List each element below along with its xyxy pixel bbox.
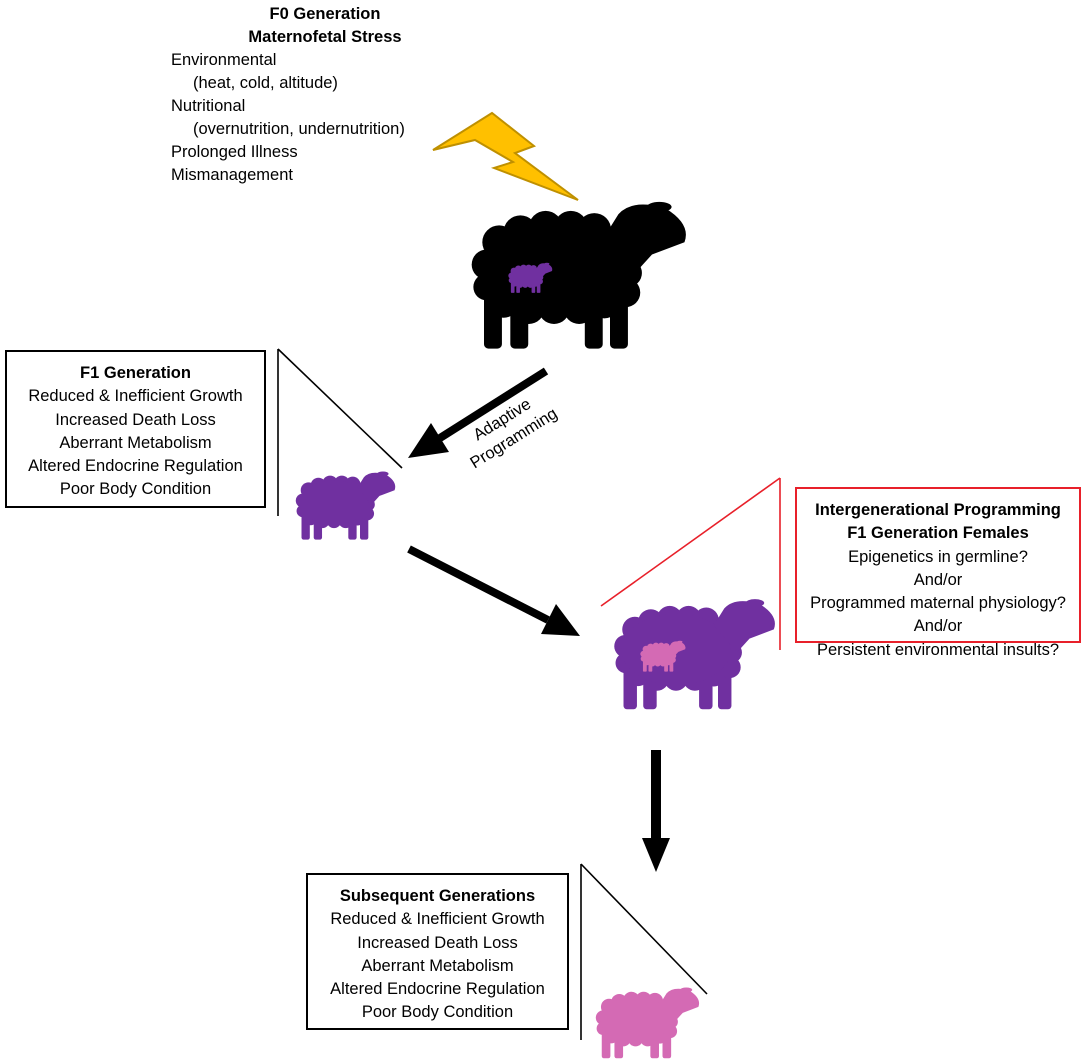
subsequent-box-item: Reduced & Inefficient Growth bbox=[330, 910, 545, 929]
f1-generation-box: F1 Generation Reduced & Inefficient Grow… bbox=[5, 350, 266, 508]
lightning-bolt-icon bbox=[432, 111, 579, 201]
f0-item-illness: Prolonged Illness bbox=[171, 143, 298, 161]
intergenerational-box-item: Persistent environmental insults? bbox=[816, 640, 1060, 659]
f0-item-nutritional: Nutritional bbox=[171, 97, 246, 115]
adaptive-programming-arrow bbox=[408, 367, 549, 458]
f1-box-item: Altered Endocrine Regulation bbox=[28, 457, 243, 476]
f1-purple-sheep-icon bbox=[295, 471, 396, 540]
intergenerational-box-item: And/or bbox=[913, 617, 963, 636]
f1-box-item: Aberrant Metabolism bbox=[59, 433, 212, 452]
f0-item-mismanagement: Mismanagement bbox=[171, 166, 293, 184]
f1-box-item: Reduced & Inefficient Growth bbox=[28, 387, 243, 406]
f1-box-item: Poor Body Condition bbox=[59, 480, 212, 499]
intergenerational-programming-box: Intergenerational Programming F1 Generat… bbox=[795, 487, 1081, 659]
f0-subtitle: Maternofetal Stress bbox=[248, 28, 402, 46]
f1-callout-line bbox=[277, 348, 403, 469]
subsequent-generations-arrow bbox=[642, 750, 670, 872]
subsequent-box-title: Subsequent Generations bbox=[339, 887, 536, 905]
intergenerational-box-title: Intergenerational Programming bbox=[815, 501, 1061, 519]
subsequent-callout-line bbox=[580, 863, 708, 995]
subsequent-box-item: Poor Body Condition bbox=[361, 1003, 514, 1022]
intergenerational-callout-line bbox=[600, 477, 781, 607]
subsequent-box-item: Increased Death Loss bbox=[357, 933, 518, 952]
f1-box-item: Increased Death Loss bbox=[55, 410, 216, 429]
f1-female-purple-sheep-icon bbox=[614, 599, 775, 710]
intergenerational-box-item: And/or bbox=[913, 570, 963, 589]
f0-item-nutritional-detail: (overnutrition, undernutrition) bbox=[193, 120, 405, 138]
subsequent-pink-sheep-icon bbox=[595, 987, 700, 1059]
f0-title: F0 Generation bbox=[269, 5, 381, 23]
subsequent-generations-box: Subsequent Generations Reduced & Ineffic… bbox=[306, 873, 569, 1030]
f0-item-environmental: Environmental bbox=[171, 51, 277, 69]
f1-box-title: F1 Generation bbox=[80, 364, 191, 382]
intergenerational-box-item: Epigenetics in germline? bbox=[848, 547, 1028, 566]
intergenerational-box-item: Programmed maternal physiology? bbox=[810, 594, 1066, 613]
intergenerational-arrow bbox=[407, 545, 580, 636]
subsequent-box-item: Altered Endocrine Regulation bbox=[330, 980, 545, 999]
subsequent-box-item: Aberrant Metabolism bbox=[361, 956, 514, 975]
f0-item-environmental-detail: (heat, cold, altitude) bbox=[193, 74, 338, 92]
f0-black-sheep-icon bbox=[471, 201, 686, 349]
intergenerational-box-subtitle: F1 Generation Females bbox=[847, 524, 1029, 543]
